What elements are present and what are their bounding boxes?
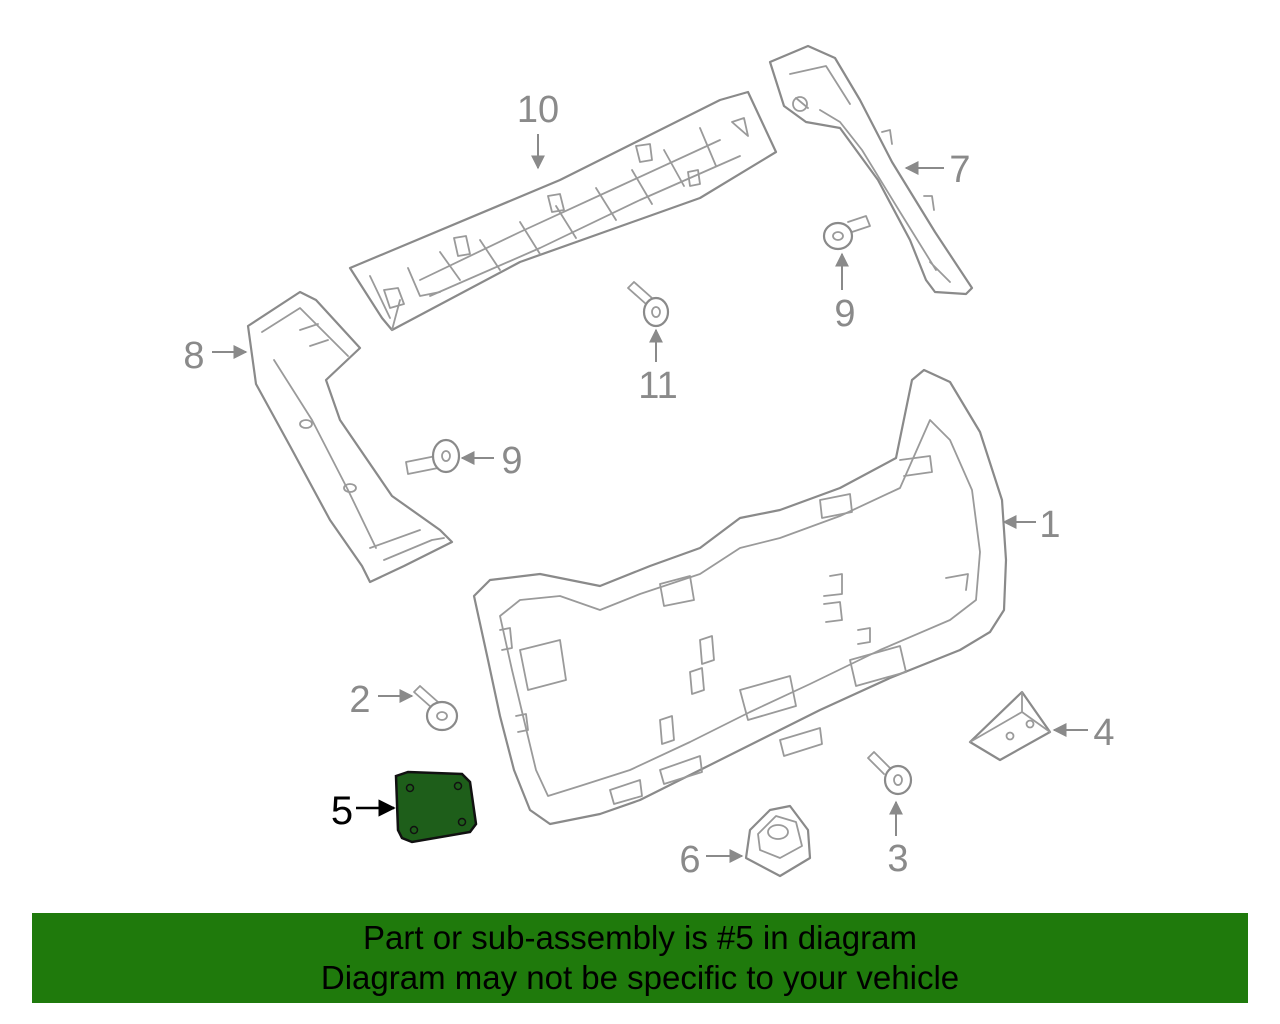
callout-9-lower: 9 — [501, 440, 522, 482]
part-1-main-tailgate-trim — [472, 368, 1008, 826]
callout-7: 7 — [949, 149, 970, 191]
part-7-right-pillar-trim — [768, 44, 974, 296]
callout-9-upper: 9 — [834, 293, 855, 335]
callout-8: 8 — [183, 335, 204, 377]
callout-11: 11 — [638, 365, 677, 407]
banner-line-part-number: Part or sub-assembly is #5 in diagram — [363, 919, 917, 956]
fastener-3-screw — [867, 751, 913, 796]
fastener-9-lower-screw — [405, 438, 461, 475]
callout-4: 4 — [1093, 712, 1114, 754]
callout-5: 5 — [331, 789, 353, 833]
callout-3: 3 — [887, 838, 908, 880]
part-5-highlighted-part — [394, 770, 478, 844]
parts-diagram: 10 7 9 11 8 9 1 2 4 3 6 5 — [183, 44, 1115, 881]
callout-1: 1 — [1039, 504, 1060, 546]
fastener-2-screw — [413, 685, 459, 732]
part-4-bracket — [968, 690, 1052, 762]
part-8-left-pillar-trim — [246, 290, 454, 584]
part-6-pad — [744, 804, 812, 878]
fastener-11-screw — [627, 281, 670, 328]
part-10-upper-trim-panel — [348, 90, 778, 332]
fastener-9-upper-screw — [822, 215, 871, 251]
banner-line-disclaimer: Diagram may not be specific to your vehi… — [320, 959, 960, 996]
callout-10: 10 — [517, 89, 559, 131]
callout-2: 2 — [349, 679, 370, 721]
info-banner: Part or sub-assembly is #5 in diagram Di… — [32, 913, 1248, 1003]
callout-6: 6 — [679, 839, 700, 881]
